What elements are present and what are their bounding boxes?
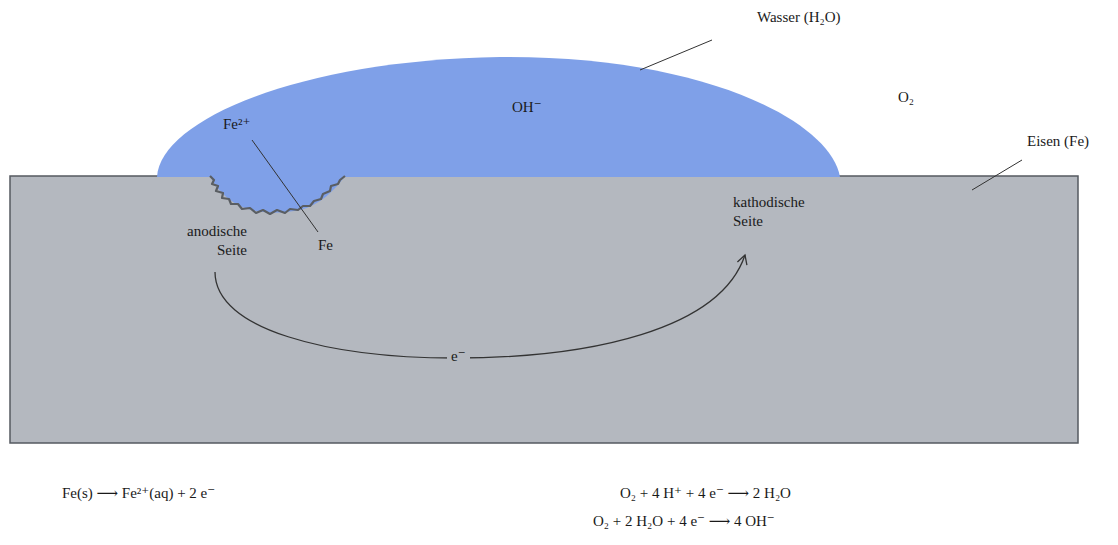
rust-edge (210, 176, 345, 214)
leader-line (252, 140, 318, 232)
ion-label: OH⁻ (512, 98, 542, 117)
side-label: anodische Seite (165, 222, 247, 260)
metal-label: Fe (318, 236, 333, 255)
leader-line (640, 40, 712, 70)
side-label: kathodische Seite (733, 193, 825, 231)
electron-flow-arrow (215, 255, 745, 358)
equation: O₂ + 4 H⁺ + 4 e⁻ ⟶ 2 H₂O (620, 484, 791, 503)
electron-label: e⁻ (447, 347, 470, 366)
callout-label: Eisen (Fe) (1027, 132, 1089, 151)
iron-block (10, 176, 1078, 443)
equation: Fe(s) ⟶ Fe²⁺(aq) + 2 e⁻ (62, 484, 215, 503)
gas-label: O₂ (898, 88, 914, 107)
callout-label: Wasser (H₂O) (757, 8, 841, 27)
ion-label: Fe²⁺ (223, 115, 250, 134)
leader-line (972, 160, 1022, 190)
water-drop (157, 57, 840, 177)
equation: O₂ + 2 H₂O + 4 e⁻ ⟶ 4 OH⁻ (593, 512, 775, 531)
